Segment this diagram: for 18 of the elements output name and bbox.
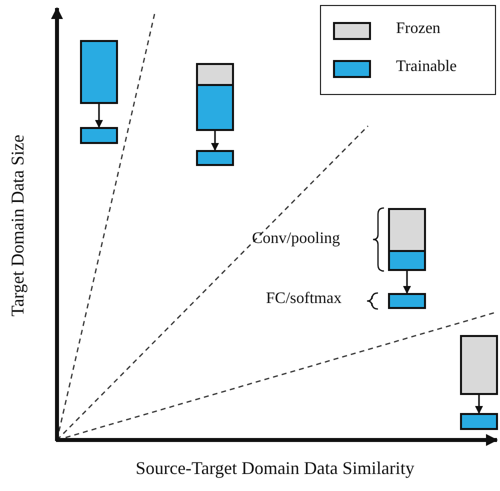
legend-label: Trainable (396, 58, 457, 76)
layer-block (80, 127, 118, 144)
layer-block (460, 335, 498, 395)
layer-block (80, 40, 118, 104)
arrow (95, 104, 103, 128)
arrow (475, 395, 483, 414)
layer-block (388, 208, 426, 271)
layer-block (388, 293, 426, 309)
axis-label: Target Domain Data Size (8, 134, 28, 318)
layer-block (196, 150, 234, 166)
axis-label: Source-Target Domain Data Similarity (134, 458, 416, 479)
arrow (211, 131, 219, 151)
layer-block (196, 63, 234, 131)
arrow (403, 271, 411, 294)
legend-label: Frozen (396, 20, 440, 38)
layer-label: FC/softmax (266, 290, 342, 308)
layer-block (460, 413, 498, 430)
layer-label: Conv/pooling (252, 230, 340, 248)
